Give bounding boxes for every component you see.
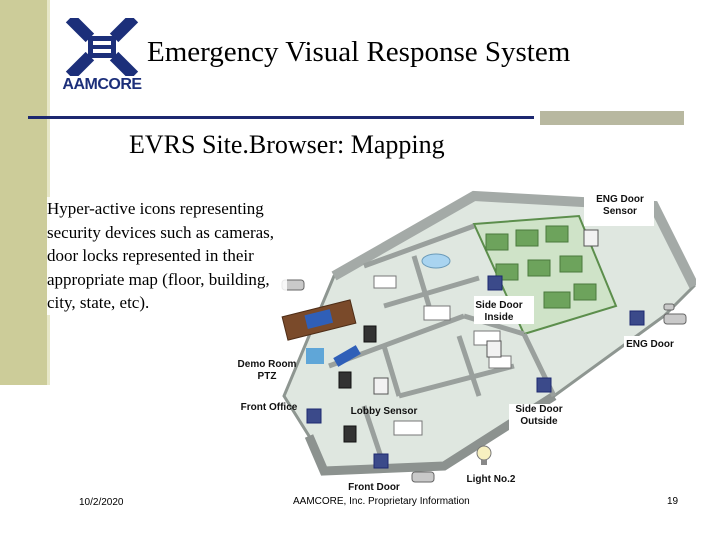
map-label-line: Demo Room [237, 359, 297, 370]
footer-copyright: AAMCORE, Inc. Proprietary Information [293, 496, 470, 507]
logo-mark-icon [60, 13, 144, 81]
floor-plan-map[interactable]: ENG Door Sensor Side Door Inside ENG Doo… [224, 166, 699, 508]
logo-text: AAMCORE [62, 76, 142, 93]
map-label-line: Inside [484, 312, 514, 323]
map-label-lobby-sensor[interactable]: Lobby Sensor [350, 406, 418, 417]
footer-date: 10/2/2020 [79, 497, 124, 508]
decorative-sidebar-bar [0, 0, 47, 385]
page-number: 19 [667, 496, 679, 507]
divider-accent [540, 111, 684, 125]
map-label-side-door-inside[interactable]: Side Door Inside [466, 300, 532, 324]
light-bulb-icon [476, 445, 492, 465]
map-label-side-door-outside[interactable]: Side Door Outside [506, 404, 572, 428]
slide-subtitle: EVRS Site.Browser: Mapping [129, 130, 445, 159]
slide-title: Emergency Visual Response System [147, 36, 571, 68]
map-label-eng-door-sensor[interactable]: ENG Door Sensor [574, 194, 666, 218]
sidebar-edge [47, 0, 50, 385]
door-sensor-icon [373, 229, 599, 395]
map-label-front-door[interactable]: Front Door [348, 482, 400, 493]
camera-icon [281, 279, 687, 483]
map-label-line: Sensor [603, 206, 637, 217]
map-label-light[interactable]: Light No.2 [466, 474, 516, 485]
body-text: Hyper-active icons representing security… [47, 197, 287, 315]
title-divider [28, 116, 534, 119]
door-lock-icon [306, 275, 645, 469]
ptz-camera-icon [338, 325, 377, 443]
floor-plan-drawing [224, 166, 699, 508]
map-label-demo-room[interactable]: Demo Room PTZ [232, 359, 302, 383]
map-label-front-office[interactable]: Front Office [240, 402, 298, 413]
map-label-line: Side Door [475, 300, 523, 311]
map-label-line: Outside [520, 416, 558, 427]
map-label-line: PTZ [257, 371, 277, 382]
map-label-line: Side Door [515, 404, 563, 415]
map-label-line: ENG Door [596, 194, 644, 205]
map-label-eng-door[interactable]: ENG Door [626, 339, 674, 350]
company-logo: AAMCORE [60, 13, 144, 100]
